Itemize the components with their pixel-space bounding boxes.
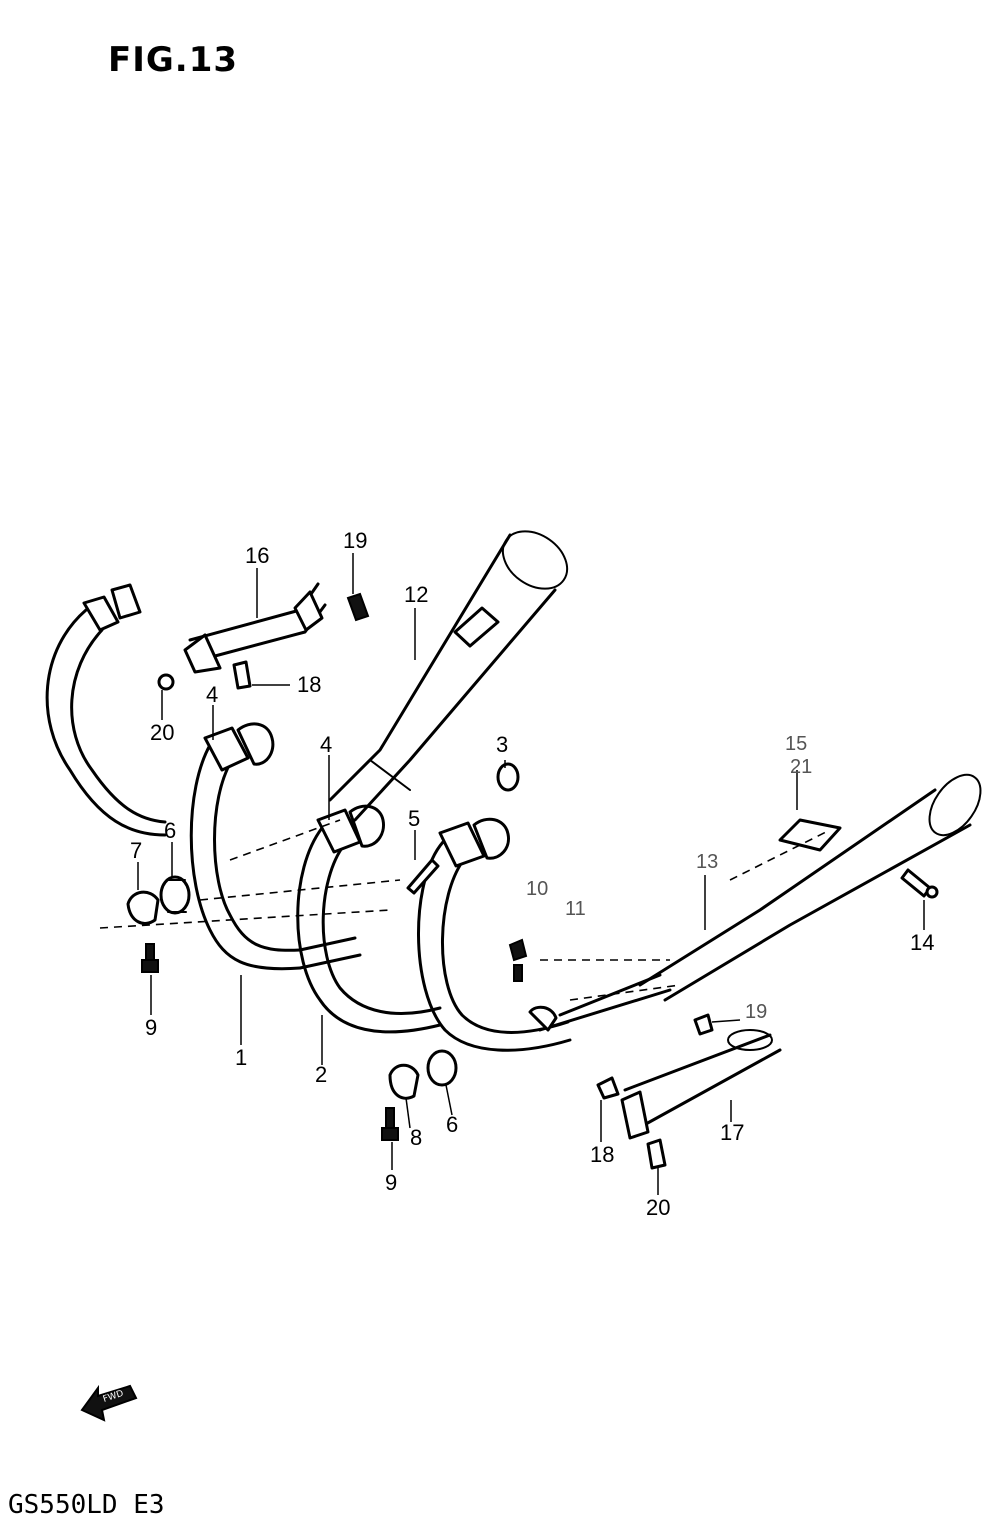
bolt-20-bottom [646, 1138, 667, 1170]
callout-18-top: 18 [297, 672, 321, 697]
collector-pipe [99, 819, 681, 1032]
fwd-arrow-icon: FWD [80, 1384, 138, 1422]
callout-20-bottom: 20 [646, 1195, 670, 1220]
exhaust-pipe-outer-left [45, 583, 167, 837]
callout-4-left: 4 [206, 682, 218, 707]
callout-3: 3 [496, 732, 508, 757]
callout-16: 16 [245, 543, 269, 568]
callout-15: 15 [785, 733, 807, 755]
callout-14: 14 [910, 930, 934, 955]
callout-1: 1 [235, 1045, 247, 1070]
clamp-7 [126, 890, 160, 925]
bolt-14 [900, 868, 939, 899]
model-code: GS550LD E3 [8, 1490, 165, 1520]
gasket-6-right [426, 1049, 458, 1087]
callout-9-right: 9 [385, 1170, 397, 1195]
exhaust-pipe-3 [417, 817, 572, 1052]
callout-13: 13 [696, 851, 718, 873]
bolt-9-left [141, 943, 159, 973]
exhaust-pipe-1 [189, 722, 362, 971]
callout-9-left: 9 [145, 1015, 157, 1040]
bolt-10-11 [508, 938, 558, 1032]
callout-12: 12 [404, 582, 428, 607]
nut-19-top [346, 592, 370, 622]
clamp-8 [388, 1063, 420, 1100]
figure-title: FIG.13 [108, 40, 239, 80]
gasket-3 [496, 762, 520, 792]
leader-lines [137, 553, 925, 1195]
callout-6-left: 6 [164, 818, 176, 843]
muffler-13 [638, 773, 982, 1002]
callout-8: 8 [410, 1125, 422, 1150]
callout-6-right: 6 [446, 1112, 458, 1137]
callout-18-bottom: 18 [590, 1142, 614, 1167]
muffler-bracket-17 [620, 1029, 782, 1140]
callout-11: 11 [565, 898, 586, 920]
washer-18-top [232, 660, 252, 690]
callout-10: 10 [526, 878, 548, 900]
bolt-9-right [381, 1107, 399, 1141]
callout-19-top: 19 [343, 528, 367, 553]
muffler-bracket-16 [183, 582, 327, 674]
gasket-6-left [159, 875, 191, 915]
callout-2: 2 [315, 1062, 327, 1087]
callout-7: 7 [130, 838, 142, 863]
callout-5: 5 [408, 806, 420, 831]
callout-17: 17 [720, 1120, 744, 1145]
washer-18-bottom [596, 1076, 620, 1100]
callout-4-right: 4 [320, 732, 332, 757]
nut-19-bottom [693, 1013, 714, 1036]
callout-19-bottom: 19 [745, 1001, 767, 1023]
bolt-5 [406, 858, 440, 895]
bolt-20-top [157, 673, 175, 691]
muffler-12 [328, 530, 569, 822]
callout-21: 21 [790, 756, 812, 778]
callout-20-top: 20 [150, 720, 174, 745]
